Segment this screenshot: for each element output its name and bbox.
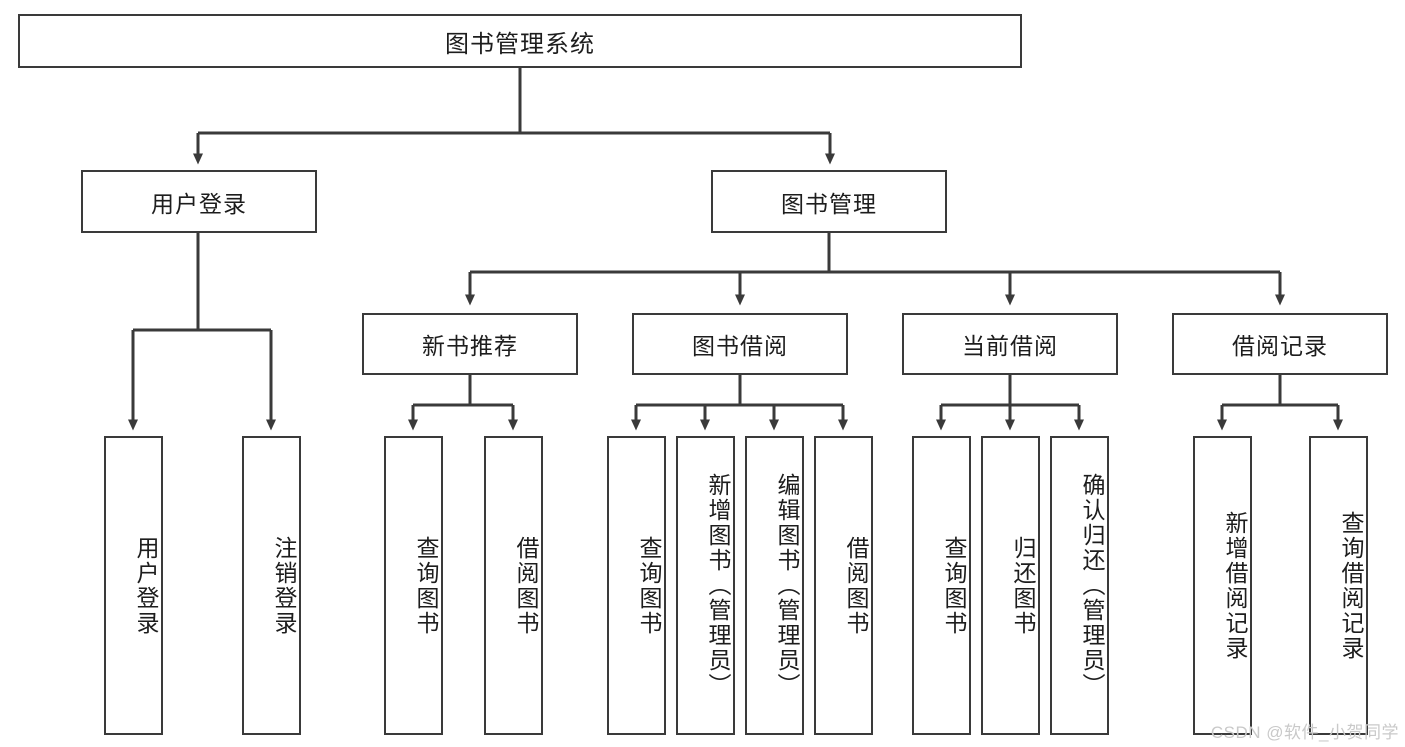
leaf-recommend-query-book[interactable]: 查询图书 — [384, 436, 443, 735]
node-borrow-record[interactable]: 借阅记录 — [1172, 313, 1388, 375]
leaf-borrow-query-book[interactable]: 查询图书 — [607, 436, 666, 735]
leaf-user-login-login[interactable]: 用户登录 — [104, 436, 163, 735]
node-root-system[interactable]: 图书管理系统 — [18, 14, 1022, 68]
node-new-book-recommend[interactable]: 新书推荐 — [362, 313, 578, 375]
leaf-current-confirm-return-admin[interactable]: 确认归还（管理员） — [1050, 436, 1109, 735]
node-book-borrow[interactable]: 图书借阅 — [632, 313, 848, 375]
leaf-recommend-borrow-book[interactable]: 借阅图书 — [484, 436, 543, 735]
leaf-record-add-record[interactable]: 新增借阅记录 — [1193, 436, 1252, 735]
csdn-watermark: CSDN @软件_小贺同学 — [1210, 723, 1399, 742]
leaf-current-query-book[interactable]: 查询图书 — [912, 436, 971, 735]
leaf-borrow-edit-book-admin[interactable]: 编辑图书（管理员） — [745, 436, 804, 735]
node-user-login[interactable]: 用户登录 — [81, 170, 317, 233]
node-book-management[interactable]: 图书管理 — [711, 170, 947, 233]
node-current-borrow[interactable]: 当前借阅 — [902, 313, 1118, 375]
leaf-current-return-book[interactable]: 归还图书 — [981, 436, 1040, 735]
leaf-borrow-add-book-admin[interactable]: 新增图书（管理员） — [676, 436, 735, 735]
leaf-record-query-record[interactable]: 查询借阅记录 — [1309, 436, 1368, 735]
leaf-user-login-logout[interactable]: 注销登录 — [242, 436, 301, 735]
leaf-borrow-borrow-book[interactable]: 借阅图书 — [814, 436, 873, 735]
